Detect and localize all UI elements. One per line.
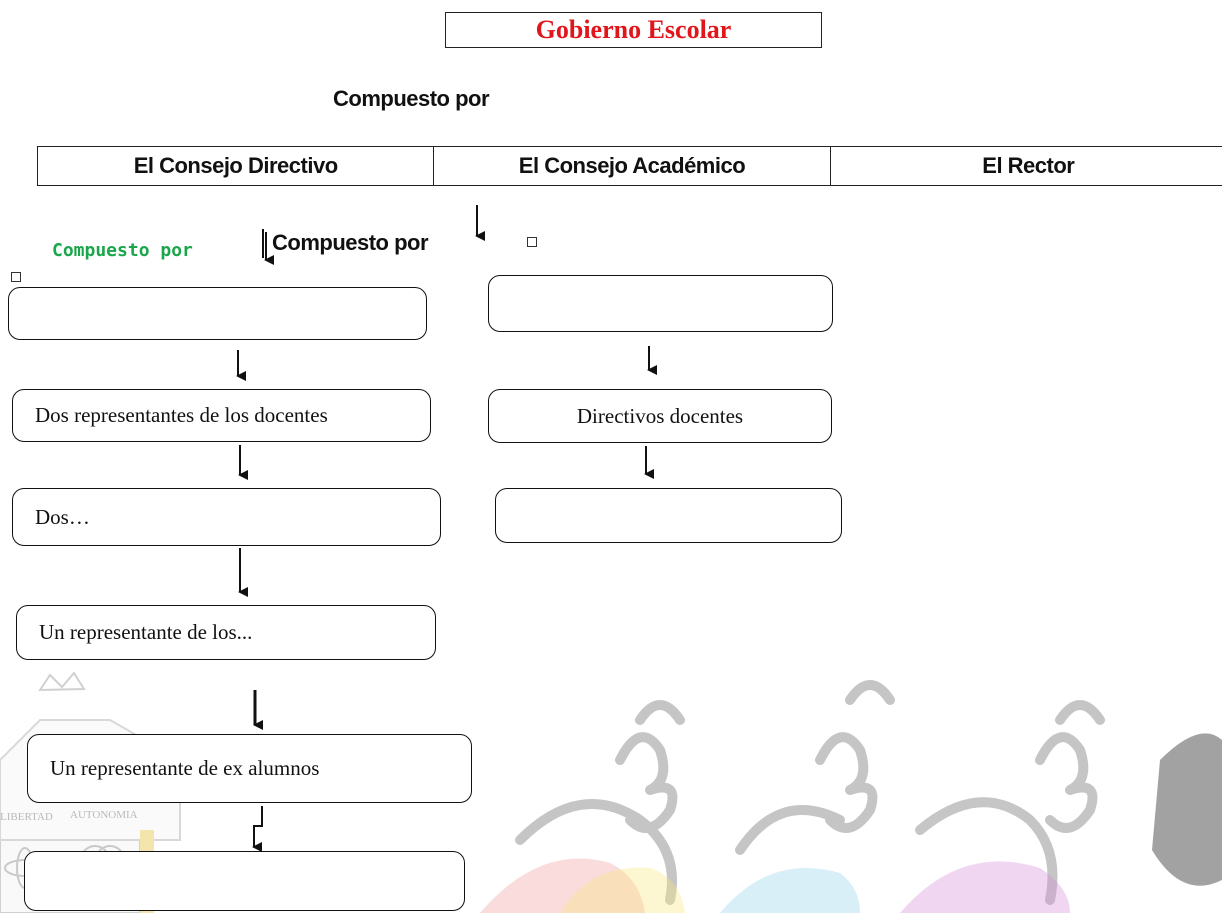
diagram-title: Gobierno Escolar	[535, 15, 732, 44]
academico-node-1	[488, 275, 833, 332]
academico-node-3	[495, 488, 842, 543]
directivo-node-5: Un representante de ex alumnos	[27, 734, 472, 803]
directivo-node-3-text: Dos…	[35, 504, 90, 529]
column-consejo-directivo: El Consejo Directivo	[38, 147, 435, 185]
svg-text:AUTONOMIA: AUTONOMIA	[70, 809, 138, 821]
composed-by-label-academico: Compuesto por	[272, 230, 429, 255]
directivo-node-4-text: Un representante de los...	[39, 620, 253, 644]
directivo-node-1	[8, 287, 427, 340]
directivo-node-2-text: Dos representantes de los docentes	[35, 403, 328, 427]
directivo-node-6	[24, 851, 465, 911]
organs-header-row: El Consejo Directivo El Consejo Académic…	[37, 146, 1222, 186]
directivo-node-5-text: Un representante de ex alumnos	[50, 756, 320, 780]
svg-text:LIBERTAD: LIBERTAD	[0, 811, 53, 823]
small-square-marker-left	[11, 272, 21, 282]
directivo-node-3: Dos…	[12, 488, 441, 546]
academico-node-2-text: Directivos docentes	[576, 403, 744, 428]
academico-node-2: Directivos docentes	[488, 389, 832, 443]
small-square-marker-right	[527, 237, 537, 247]
column-consejo-academico: El Consejo Académico	[434, 147, 831, 185]
arrow-directivo-5	[252, 806, 263, 852]
directivo-node-4: Un representante de los...	[16, 605, 436, 660]
diagram-title-box: Gobierno Escolar	[445, 12, 822, 48]
subtitle: Compuesto por	[333, 86, 490, 111]
composed-by-label-directivo: Compuesto por	[52, 240, 193, 261]
directivo-node-2: Dos representantes de los docentes	[12, 389, 431, 442]
column-rector: El Rector	[982, 153, 1075, 178]
